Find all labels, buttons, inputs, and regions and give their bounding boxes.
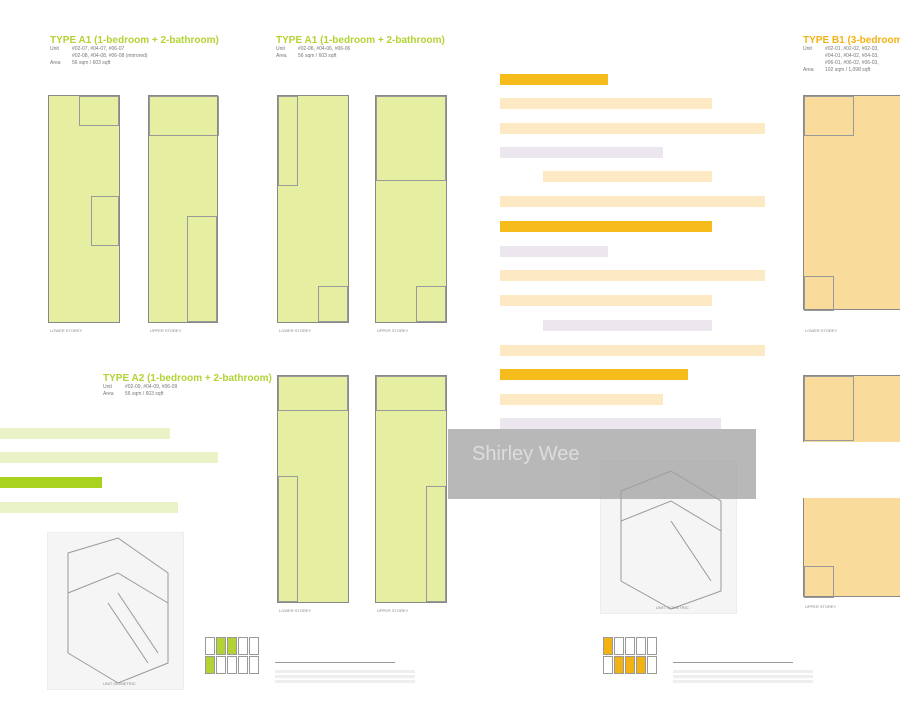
unit-list: #06-01, #06-02, #06-03, [825,60,879,66]
area-value: 56 sqm / 603 sqft [298,53,337,59]
area-label: Area [50,60,61,66]
scale-bar [673,658,793,663]
redacted-heading [500,74,608,85]
area-value: 56 sqm / 603 sqft [72,60,111,66]
caption-upper-storey: UPPER STOREY [377,328,409,333]
unit-isometric-drawing: UNIT ISOMETRIC [47,532,184,690]
floor-plan-a2-upper [375,375,447,603]
floor-plan-a2-lower [277,375,349,603]
floor-plan-a1-mid-upper [375,95,447,323]
redacted-text [500,345,765,356]
unit-list: #04-01, #04-02, #04-03, [825,53,879,59]
key-plan [603,637,661,674]
caption-lower-storey: LOWER STOREY [279,608,312,613]
redacted-text [500,418,721,429]
type-b1-header: TYPE B1 (3-bedroom + Unit #02-01, #02-02,… [803,35,900,74]
unit-label: Unit [276,46,285,52]
floor-plan-b1-lower [803,95,900,311]
watermark-text: Shirley Wee [472,443,580,465]
unit-label: Unit [803,46,812,52]
unit-list: #02-08, #04-08, #06-08 (mirrored) [72,53,148,59]
redacted-text [543,320,712,331]
unit-label: Unit [103,384,112,390]
redacted-heading [500,369,688,380]
disclaimer-note [275,670,415,685]
area-label: Area [103,391,114,397]
unit-list: #02-06, #04-06, #06-06 [298,46,351,52]
watermark-white-patch [756,442,900,498]
caption-upper-storey: UPPER STOREY [377,608,409,613]
caption-lower-storey: LOWER STOREY [805,328,838,333]
redacted-text [500,147,663,158]
disclaimer-note [673,670,813,685]
type-a2-header: TYPE A2 (1-bedroom + 2-bathroom) Unit #02… [103,373,272,398]
area-value: 102 sqm / 1,098 sqft [825,67,871,73]
area-label: Area [276,53,287,59]
floor-plan-a1-lower [48,95,120,323]
key-plan [205,637,263,674]
redacted-heading [0,477,102,488]
area-label: Area [803,67,814,73]
floor-plan-a1-upper [148,95,219,323]
area-value: 56 sqm / 603 sqft [125,391,164,397]
type-a1-mid-header: TYPE A1 (1-bedroom + 2-bathroom) Unit #02… [276,35,445,60]
redacted-text [500,270,765,281]
scale-bar [275,658,395,663]
caption-isometric: UNIT ISOMETRIC [103,681,136,686]
redacted-text [500,196,765,207]
redacted-text [500,394,663,405]
unit-type-title: TYPE A2 (1-bedroom + 2-bathroom) [103,373,272,384]
unit-label: Unit [50,46,59,52]
type-a1-left-header: TYPE A1 (1-bedroom + 2-bathroom) Unit #02… [50,35,219,67]
unit-type-title: TYPE A1 (1-bedroom + 2-bathroom) [50,35,219,46]
caption-isometric: UNIT ISOMETRIC [656,605,689,610]
redacted-text [0,428,170,439]
unit-type-title: TYPE A1 (1-bedroom + 2-bathroom) [276,35,445,46]
unit-list: #02-01, #02-02, #02-03, [825,46,879,52]
unit-type-title: TYPE B1 (3-bedroom + [803,35,900,46]
caption-lower-storey: LOWER STOREY [279,328,312,333]
redacted-text [500,246,608,257]
caption-upper-storey: UPPER STOREY [150,328,182,333]
floor-plan-a1-mid-lower [277,95,349,323]
caption-upper-storey: UPPER STOREY [805,604,837,609]
unit-list: #02-09, #04-09, #06-09 [125,384,178,390]
redacted-text [500,98,712,109]
redacted-text [500,123,765,134]
redacted-text [0,502,178,513]
redacted-text [0,452,218,463]
redacted-text [500,295,712,306]
redacted-text [543,171,712,182]
watermark-overlay: Shirley Wee [448,429,756,499]
redacted-heading [500,221,712,232]
unit-list: #02-07, #04-07, #06-07 [72,46,125,52]
caption-lower-storey: LOWER STOREY [50,328,83,333]
